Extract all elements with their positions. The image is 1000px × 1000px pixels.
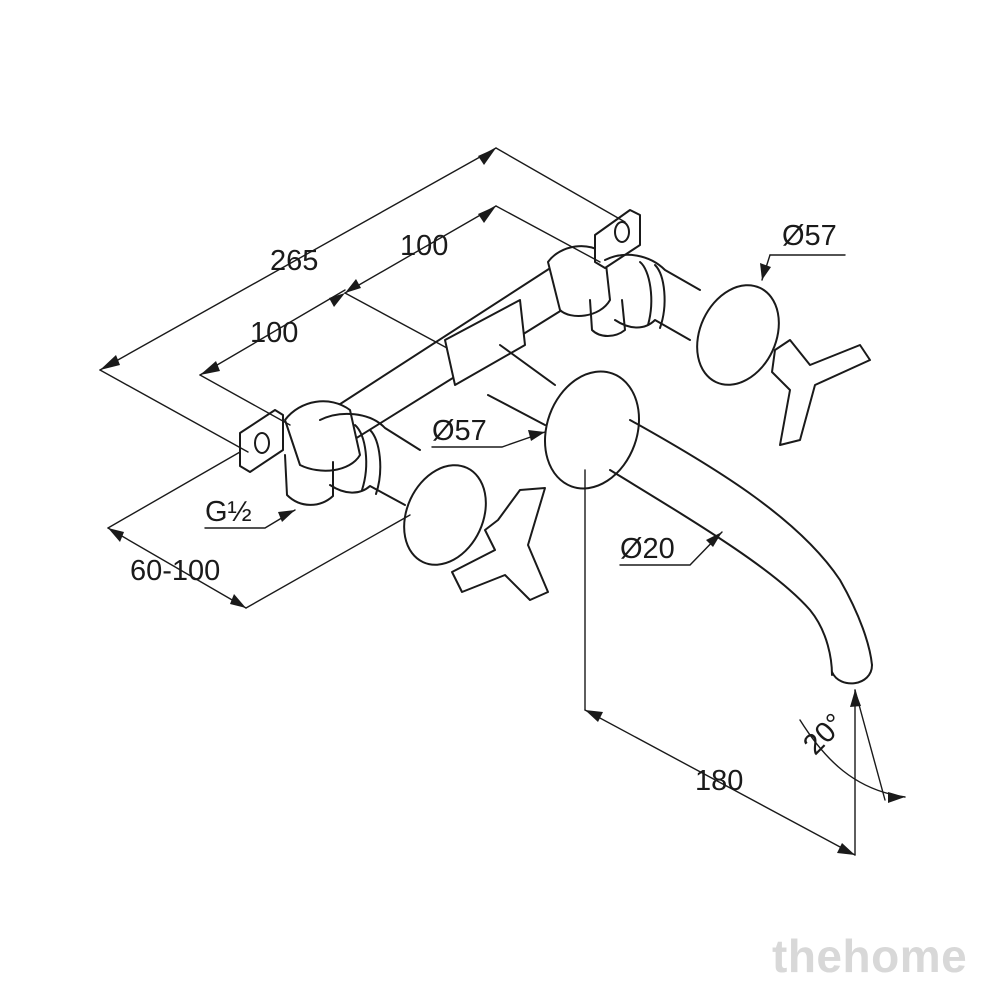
dim-spacing-upper: 100 [400,230,448,262]
dim-spout-diameter: Ø20 [620,533,675,565]
left-handle [319,412,549,601]
mounting-bracket-right [594,209,641,269]
right-handle [604,253,871,446]
dim-spacing-lower: 100 [250,317,298,349]
dim-spout-projection: 180 [695,765,743,797]
watermark-logo: thehome [772,930,967,982]
dim-overall-width: 265 [270,245,318,277]
dimension-lines [99,147,906,856]
rough-in-body [284,245,626,506]
dim-handle-diameter-right: Ø57 [782,220,837,252]
mounting-bracket-left [239,409,284,473]
dim-connection-thread: G½ [205,496,252,528]
spout [487,344,873,685]
dim-wall-depth-range: 60-100 [130,555,220,587]
dim-spout-rosette-diameter: Ø57 [432,415,487,447]
arrowheads [100,148,905,855]
dim-spout-angle: 20° [797,708,851,762]
